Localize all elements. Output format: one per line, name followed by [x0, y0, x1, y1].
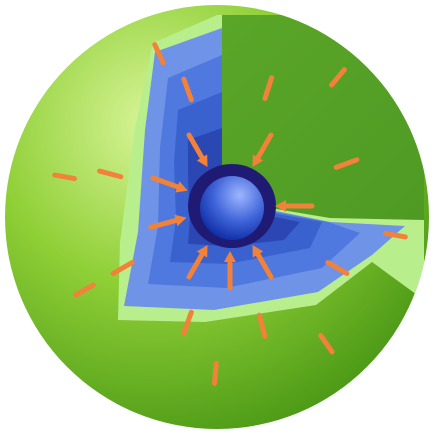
arrow-dash: [256, 312, 268, 339]
arrow-dash: [383, 230, 408, 240]
arrow-dash: [318, 332, 335, 355]
arrow-dash: [181, 309, 194, 336]
arrow-shaft: [186, 250, 206, 280]
arrow-shaft: [254, 132, 274, 162]
arrow-head: [275, 200, 286, 212]
arrow-dash: [73, 282, 96, 298]
arrow-head: [174, 214, 187, 227]
arrow-head: [175, 181, 188, 193]
arrow-head: [224, 251, 236, 262]
arrow-head: [252, 244, 264, 258]
arrow-shaft: [150, 175, 182, 191]
arrow-head: [196, 154, 208, 168]
arrow-dash: [52, 172, 77, 182]
arrow-dash: [333, 157, 360, 170]
arrow-dash: [329, 67, 347, 88]
arrow-shaft: [186, 132, 206, 162]
core-sphere: [200, 176, 264, 240]
arrow-dash: [110, 260, 135, 276]
arrow-dash: [181, 76, 194, 103]
arrow-dash: [262, 75, 275, 102]
arrow-shaft: [148, 217, 181, 230]
arrow-head: [196, 244, 208, 258]
arrow-head: [252, 154, 264, 168]
inward-arrows: [52, 42, 408, 386]
arrow-shaft: [254, 250, 274, 280]
arrow-dash: [325, 260, 350, 276]
arrow-dash: [211, 360, 219, 386]
arrow-dash: [152, 42, 166, 66]
arrow-dash: [97, 168, 124, 180]
